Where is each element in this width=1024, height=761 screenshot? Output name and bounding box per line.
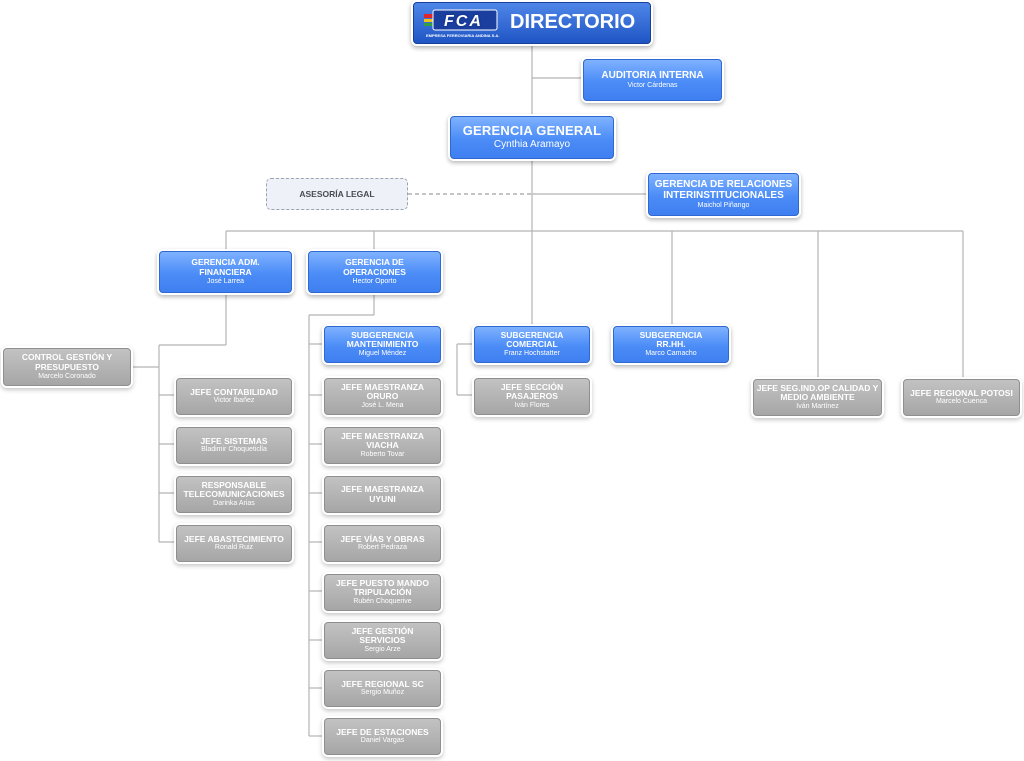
box-title: GERENCIA DE RELACIONES INTERINSTITUCIONA… — [654, 178, 793, 202]
box-title: JEFE ABASTECIMIENTO — [184, 533, 284, 544]
jefe-seg-ind-box[interactable]: JEFE SEG.IND.OP CALIDAD Y MEDIO AMBIENTE… — [753, 379, 882, 416]
box-title: CONTROL GESTIÓN Y PRESUPUESTO — [21, 352, 113, 372]
box-name: Darinka Arias — [213, 500, 255, 508]
logo-text: FCA — [444, 13, 483, 30]
box-name: Hector Oporto — [352, 277, 397, 285]
subgerencia-rrhh-box[interactable]: SUBGERENCIA RR.HH. Marco Camacho — [613, 326, 729, 363]
box-name: Daniel Vargas — [360, 737, 405, 745]
box-title: SUBGERENCIA COMERCIAL — [500, 329, 564, 350]
box-name: Franz Hochstatter — [504, 350, 560, 358]
jefe-puesto-mando-box[interactable]: JEFE PUESTO MANDO TRIPULACIÓN Rubén Choq… — [324, 574, 441, 611]
jefe-maestranza-oruro-box[interactable]: JEFE MAESTRANZA ORURO José L. Mena — [324, 378, 441, 415]
fca-logo: FCA EMPRESA FERROVIARIA ANDINA S.A. — [424, 8, 500, 40]
box-title: RESPONSABLE TELECOMUNICACIONES — [183, 479, 285, 500]
directorio-box[interactable]: FCA EMPRESA FERROVIARIA ANDINA S.A. DIRE… — [413, 2, 651, 44]
box-name: Bladimir Choqueticlla — [201, 446, 267, 454]
box-name: Marco Camacho — [645, 350, 697, 358]
box-name: Roberto Tovar — [360, 451, 405, 459]
box-title: GERENCIA ADM. FINANCIERA — [191, 257, 260, 277]
jefe-gestion-servicios-box[interactable]: JEFE GESTIÓN SERVICIOS Sergio Arze — [324, 622, 441, 659]
box-title: JEFE MAESTRANZA ORURO — [340, 381, 425, 402]
control-gestion-box[interactable]: CONTROL GESTIÓN Y PRESUPUESTO Marcelo Co… — [3, 348, 131, 386]
box-title: SUBGERENCIA MANTENIMIENTO — [346, 329, 419, 350]
responsable-telecom-box[interactable]: RESPONSABLE TELECOMUNICACIONES Darinka A… — [176, 476, 292, 513]
box-title: JEFE REGIONAL SC — [341, 678, 424, 689]
box-name: Robert Pedraza — [357, 544, 408, 552]
jefe-estaciones-box[interactable]: JEFE DE ESTACIONES Daniel Vargas — [324, 718, 441, 755]
box-title: JEFE VÍAS Y OBRAS — [340, 533, 425, 544]
gerencia-general-box[interactable]: GERENCIA GENERAL Cynthia Aramayo — [450, 116, 614, 159]
logo-subtitle: EMPRESA FERROVIARIA ANDINA S.A. — [426, 33, 500, 38]
box-name: Marcelo Coronado — [38, 372, 96, 380]
jefe-regional-potosi-box[interactable]: JEFE REGIONAL POTOSI Marcelo Cuenca — [903, 379, 1020, 416]
box-name: Sergio Muñoz — [360, 689, 405, 697]
box-title: JEFE MAESTRANZA UYUNI — [340, 483, 425, 504]
jefe-regional-sc-box[interactable]: JEFE REGIONAL SC Sergio Muñoz — [324, 670, 441, 707]
asesoria-legal-box[interactable]: ASESORÍA LEGAL — [266, 178, 408, 210]
gerencia-relaciones-box[interactable]: GERENCIA DE RELACIONES INTERINSTITUCIONA… — [648, 173, 799, 216]
box-name: Victor Cárdenas — [627, 81, 678, 89]
box-title: JEFE REGIONAL POTOSI — [910, 387, 1013, 398]
box-title: AUDITORIA INTERNA — [601, 70, 704, 82]
box-title: JEFE SECCIÓN PASAJEROS — [500, 381, 564, 402]
box-title: JEFE SISTEMAS — [200, 435, 268, 446]
box-title: JEFE SEG.IND.OP CALIDAD Y MEDIO AMBIENTE — [756, 382, 879, 403]
jefe-vias-obras-box[interactable]: JEFE VÍAS Y OBRAS Robert Pedraza — [324, 525, 441, 562]
box-name: Marcelo Cuenca — [936, 398, 987, 406]
gerencia-operaciones-box[interactable]: GERENCIA DE OPERACIONES Hector Oporto — [308, 251, 441, 293]
jefe-abastecimiento-box[interactable]: JEFE ABASTECIMIENTO Ronald Ruiz — [176, 525, 292, 562]
box-name: Sergio Arze — [364, 646, 401, 654]
box-name: Iván Flores — [514, 402, 550, 410]
fca-logo-mark — [424, 9, 498, 31]
box-title: JEFE PUESTO MANDO TRIPULACIÓN — [336, 577, 429, 598]
box-title: SUBGERENCIA RR.HH. — [639, 329, 703, 350]
box-title: ASESORÍA LEGAL — [299, 189, 375, 199]
subgerencia-mantenimiento-box[interactable]: SUBGERENCIA MANTENIMIENTO Miguel Méndez — [324, 326, 441, 363]
box-title: JEFE MAESTRANZA VIACHA — [340, 430, 425, 451]
directorio-title: DIRECTORIO — [510, 11, 636, 33]
jefe-seccion-pasajeros-box[interactable]: JEFE SECCIÓN PASAJEROS Iván Flores — [474, 378, 590, 415]
box-name: Miguel Méndez — [358, 350, 407, 358]
box-name: Ronald Ruiz — [214, 544, 254, 552]
jefe-sistemas-box[interactable]: JEFE SISTEMAS Bladimir Choqueticlla — [176, 427, 292, 464]
gerencia-adm-financiera-box[interactable]: GERENCIA ADM. FINANCIERA José Larrea — [159, 251, 292, 293]
box-name: Cynthia Aramayo — [493, 139, 571, 151]
box-name: Maichol Piñango — [697, 201, 750, 209]
jefe-maestranza-viacha-box[interactable]: JEFE MAESTRANZA VIACHA Roberto Tovar — [324, 427, 441, 464]
box-title: GERENCIA DE OPERACIONES — [343, 257, 406, 277]
box-name: José L. Mena — [361, 402, 404, 410]
box-name: José Larrea — [207, 277, 244, 285]
box-name: Iván Martínez — [796, 403, 839, 411]
jefe-maestranza-uyuni-box[interactable]: JEFE MAESTRANZA UYUNI — [324, 476, 441, 513]
box-name: Victor Ibañez — [213, 397, 255, 405]
box-title: JEFE GESTIÓN SERVICIOS — [351, 625, 414, 646]
box-title: JEFE CONTABILIDAD — [190, 386, 278, 397]
auditoria-interna-box[interactable]: AUDITORIA INTERNA Victor Cárdenas — [583, 59, 722, 101]
jefe-contabilidad-box[interactable]: JEFE CONTABILIDAD Victor Ibañez — [176, 378, 292, 415]
box-title: GERENCIA GENERAL — [462, 123, 602, 139]
subgerencia-comercial-box[interactable]: SUBGERENCIA COMERCIAL Franz Hochstatter — [474, 326, 590, 363]
box-name: Rubén Choquerive — [353, 598, 412, 606]
box-title: JEFE DE ESTACIONES — [336, 726, 429, 737]
